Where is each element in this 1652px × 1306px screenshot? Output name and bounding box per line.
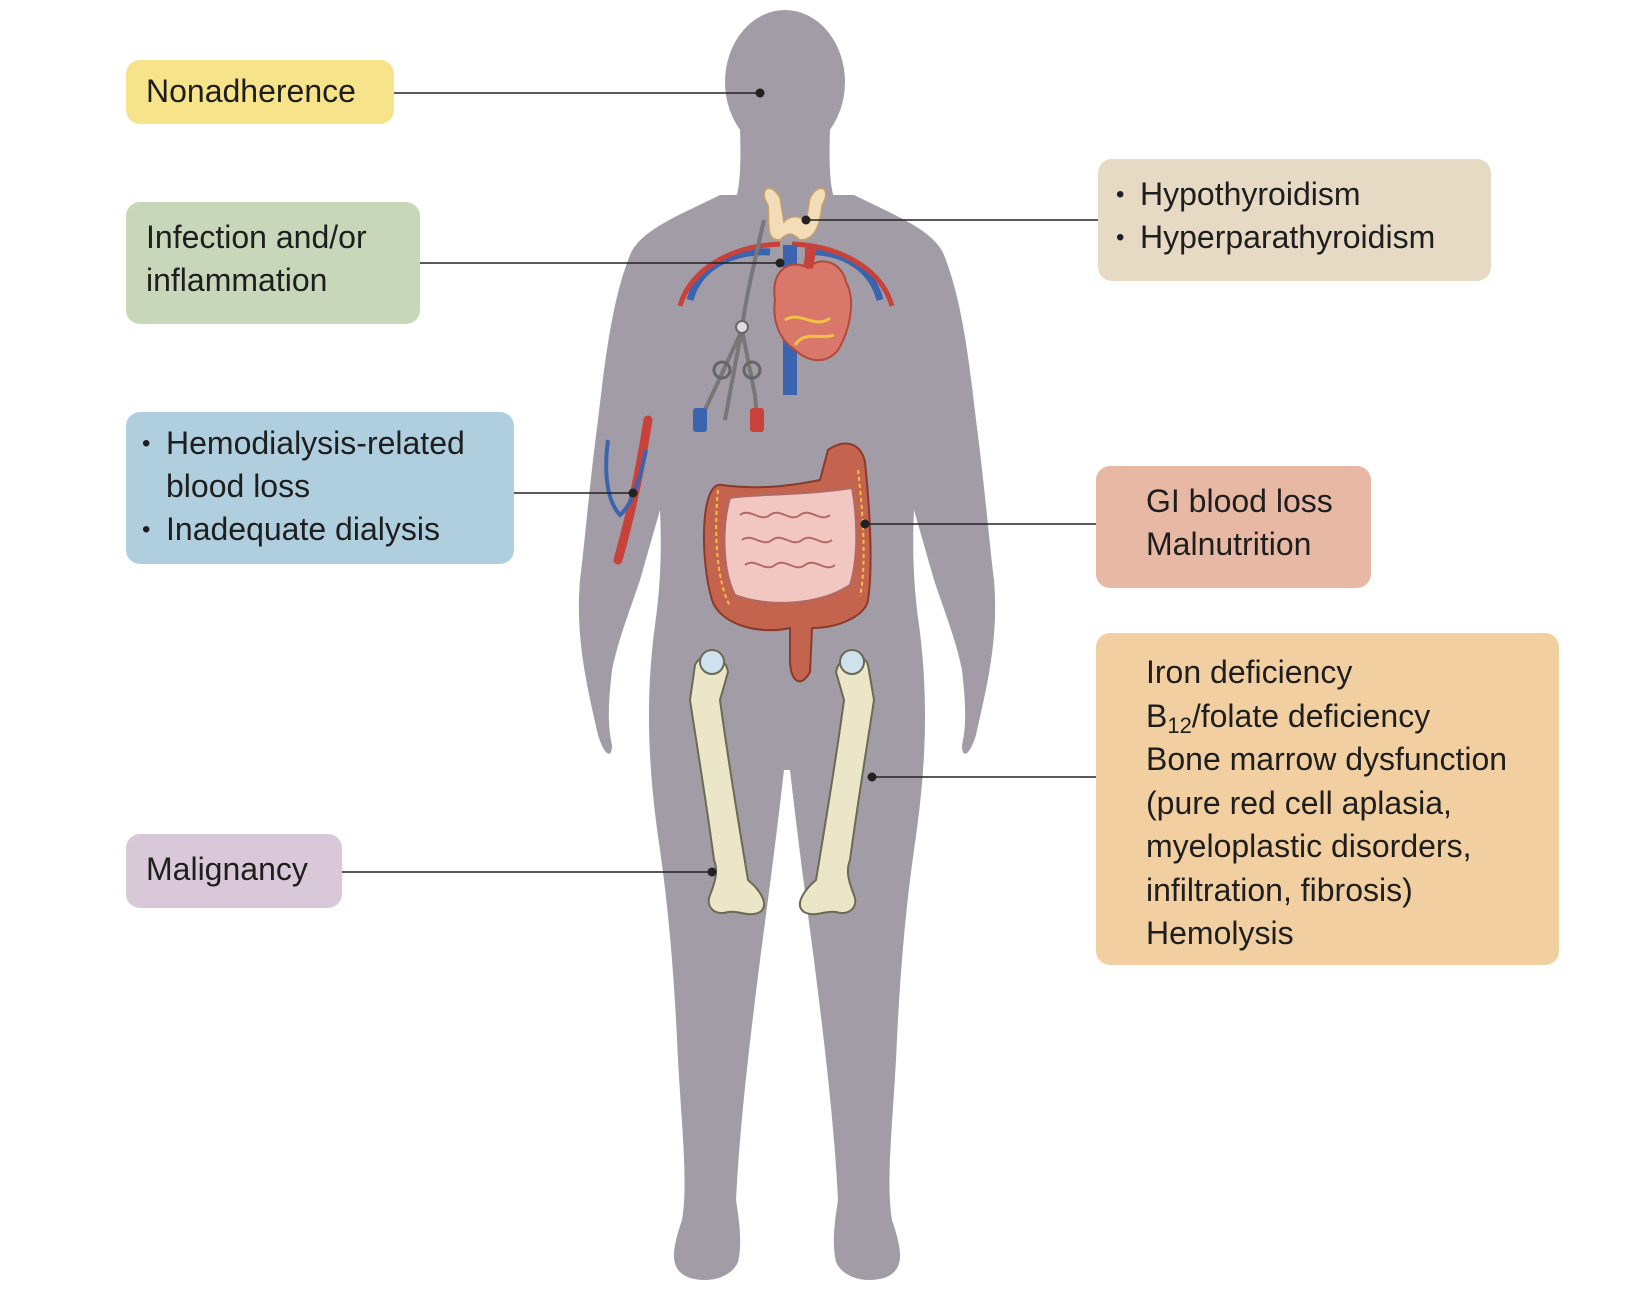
box-line: myeloplastic disorders, xyxy=(1146,828,1472,864)
gi-box: GI blood loss Malnutrition xyxy=(1096,466,1371,588)
infection-inflammation-box: Infection and/or inflammation xyxy=(126,202,420,324)
intestine-icon xyxy=(703,442,872,683)
thyroid-disorders-box: Hypothyroidism Hyperparathyroidism xyxy=(1098,159,1491,281)
hemodialysis-box: Hemodialysis-related blood loss Inadequa… xyxy=(126,412,514,564)
bullet-item: Hemodialysis-related blood loss xyxy=(140,422,494,508)
b12-letter: B xyxy=(1146,697,1168,734)
box-line: infiltration, fibrosis) xyxy=(1146,871,1413,908)
bullet-item: Hyperparathyroidism xyxy=(1114,216,1471,259)
b12-rest: /folate deficiency xyxy=(1191,697,1431,734)
bullet-item: Hypothyroidism xyxy=(1114,173,1471,216)
box-line: Infection and/or xyxy=(146,219,367,255)
box-line-b12: B12/folate deficiency xyxy=(1146,695,1539,739)
b12-subscript: 12 xyxy=(1167,712,1192,738)
box-line: Nonadherence xyxy=(146,73,356,109)
heart-icon xyxy=(773,244,853,362)
box-line: inflammation xyxy=(146,262,328,298)
thyroid-icon xyxy=(763,187,827,241)
leader-lines xyxy=(342,88,1098,877)
box-line: (pure red cell aplasia, xyxy=(1146,784,1452,821)
box-line: Hemolysis xyxy=(1146,915,1294,951)
malignancy-box: Malignancy xyxy=(126,834,342,908)
human-body-silhouette xyxy=(578,10,996,1281)
nonadherence-box: Nonadherence xyxy=(126,60,394,124)
box-line: Iron deficiency xyxy=(1146,654,1353,690)
box-line: Bone marrow dysfunction xyxy=(1146,741,1508,777)
box-line: GI blood loss xyxy=(1146,483,1333,519)
box-line: Malignancy xyxy=(146,851,308,887)
marrow-deficiency-box: Iron deficiency B12/folate deficiency Bo… xyxy=(1096,633,1559,965)
bullet-item: Inadequate dialysis xyxy=(140,508,494,551)
femur-bone-icon xyxy=(688,649,876,916)
box-line: Malnutrition xyxy=(1146,526,1312,562)
